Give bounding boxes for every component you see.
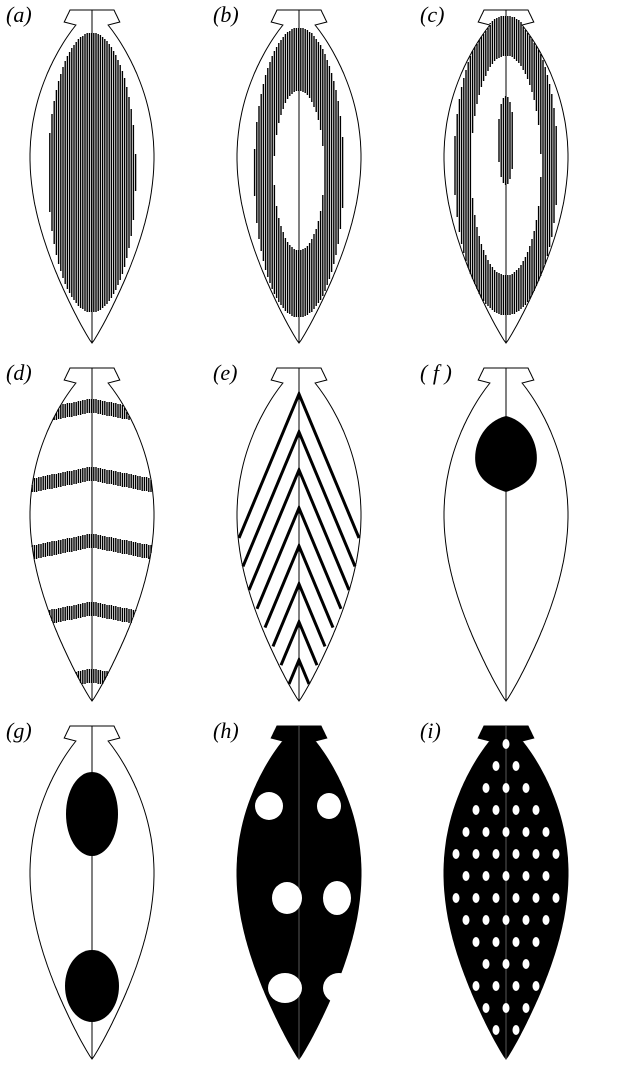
white-dot-i-29 <box>493 893 500 903</box>
white-dot-i-51 <box>523 1003 530 1013</box>
white-dot-i-53 <box>513 1025 520 1035</box>
white-dot-i-19 <box>513 849 520 859</box>
white-dot-i-25 <box>523 871 530 881</box>
white-dot-i-41 <box>533 937 540 947</box>
leaf-diagram-e <box>207 358 413 715</box>
white-spot-h-5 <box>268 973 302 1003</box>
white-dot-i-28 <box>473 893 480 903</box>
white-dot-i-9 <box>513 805 520 815</box>
white-dot-i-22 <box>463 871 470 881</box>
white-dot-i-36 <box>523 915 530 925</box>
panel-label-f: ( f ) <box>420 362 452 384</box>
white-dot-i-39 <box>493 937 500 947</box>
dark-spot-lower-g <box>65 950 119 1022</box>
white-dot-i-47 <box>513 981 520 991</box>
white-dot-i-21 <box>553 849 560 859</box>
white-dot-i-3 <box>513 761 520 771</box>
white-dot-i-40 <box>513 937 520 947</box>
white-dot-i-30 <box>513 893 520 903</box>
white-dot-i-20 <box>533 849 540 859</box>
white-dot-i-48 <box>533 981 540 991</box>
white-dot-i-37 <box>543 915 550 925</box>
panel-e: (e) <box>207 358 413 715</box>
panel-label-c: (c) <box>420 4 444 26</box>
white-dot-i-34 <box>483 915 490 925</box>
white-spot-h-2 <box>317 793 341 819</box>
white-dot-i-4 <box>483 783 490 793</box>
leaf-diagram-a <box>0 0 206 357</box>
white-dot-i-16 <box>453 849 460 859</box>
dark-spot-upper-g <box>66 772 118 856</box>
white-dot-i-24 <box>503 871 510 881</box>
white-dot-i-44 <box>523 959 530 969</box>
white-dot-i-43 <box>503 959 510 969</box>
white-dot-i-27 <box>453 893 460 903</box>
panel-label-a: (a) <box>6 4 32 26</box>
white-dot-i-12 <box>483 827 490 837</box>
white-spot-h-6 <box>323 973 355 1003</box>
white-dot-i-8 <box>493 805 500 815</box>
white-dot-i-23 <box>483 871 490 881</box>
panel-a: (a) <box>0 0 206 357</box>
white-dot-i-15 <box>543 827 550 837</box>
white-dot-i-38 <box>473 937 480 947</box>
leaf-diagram-i <box>414 716 620 1073</box>
white-dot-i-42 <box>483 959 490 969</box>
white-dot-i-7 <box>473 805 480 815</box>
leaf-diagram-g <box>0 716 206 1073</box>
panel-label-b: (b) <box>213 4 239 26</box>
white-dot-i-26 <box>543 871 550 881</box>
white-dot-i-1 <box>503 739 510 749</box>
leaf-diagram-h <box>207 716 413 1073</box>
white-spot-h-1 <box>255 792 283 820</box>
panel-h: (h) <box>207 716 413 1073</box>
white-dot-i-11 <box>463 827 470 837</box>
panel-label-i: (i) <box>420 720 441 742</box>
dark-spot-f <box>475 416 537 492</box>
leaf-diagram-f <box>414 358 620 715</box>
leaf-diagram-b <box>207 0 413 357</box>
panel-label-d: (d) <box>6 362 32 384</box>
panel-label-g: (g) <box>6 720 32 742</box>
white-dot-i-14 <box>523 827 530 837</box>
white-dot-i-52 <box>493 1025 500 1035</box>
white-dot-i-33 <box>463 915 470 925</box>
white-dot-i-13 <box>503 827 510 837</box>
white-spot-h-3 <box>272 882 302 914</box>
leaf-diagram-d <box>0 358 206 715</box>
panel-i: (i) <box>414 716 620 1073</box>
white-spot-h-4 <box>323 881 351 915</box>
white-dot-i-49 <box>483 1003 490 1013</box>
white-dot-i-6 <box>523 783 530 793</box>
panel-b: (b) <box>207 0 413 357</box>
white-dot-i-46 <box>493 981 500 991</box>
white-dot-i-31 <box>533 893 540 903</box>
panel-c: (c) <box>414 0 620 357</box>
panel-label-e: (e) <box>213 362 237 384</box>
white-dot-i-45 <box>473 981 480 991</box>
leaf-diagram-c <box>414 0 620 357</box>
white-dot-i-2 <box>493 761 500 771</box>
white-dot-i-32 <box>553 893 560 903</box>
white-dot-i-18 <box>493 849 500 859</box>
white-dot-i-5 <box>503 783 510 793</box>
panel-g: (g) <box>0 716 206 1073</box>
panel-f: ( f ) <box>414 358 620 715</box>
white-dot-i-35 <box>503 915 510 925</box>
white-dot-i-10 <box>533 805 540 815</box>
panel-d: (d) <box>0 358 206 715</box>
white-dot-i-50 <box>503 1003 510 1013</box>
white-dot-i-17 <box>473 849 480 859</box>
solid-ellipse-a <box>50 33 136 312</box>
panel-label-h: (h) <box>213 720 239 742</box>
